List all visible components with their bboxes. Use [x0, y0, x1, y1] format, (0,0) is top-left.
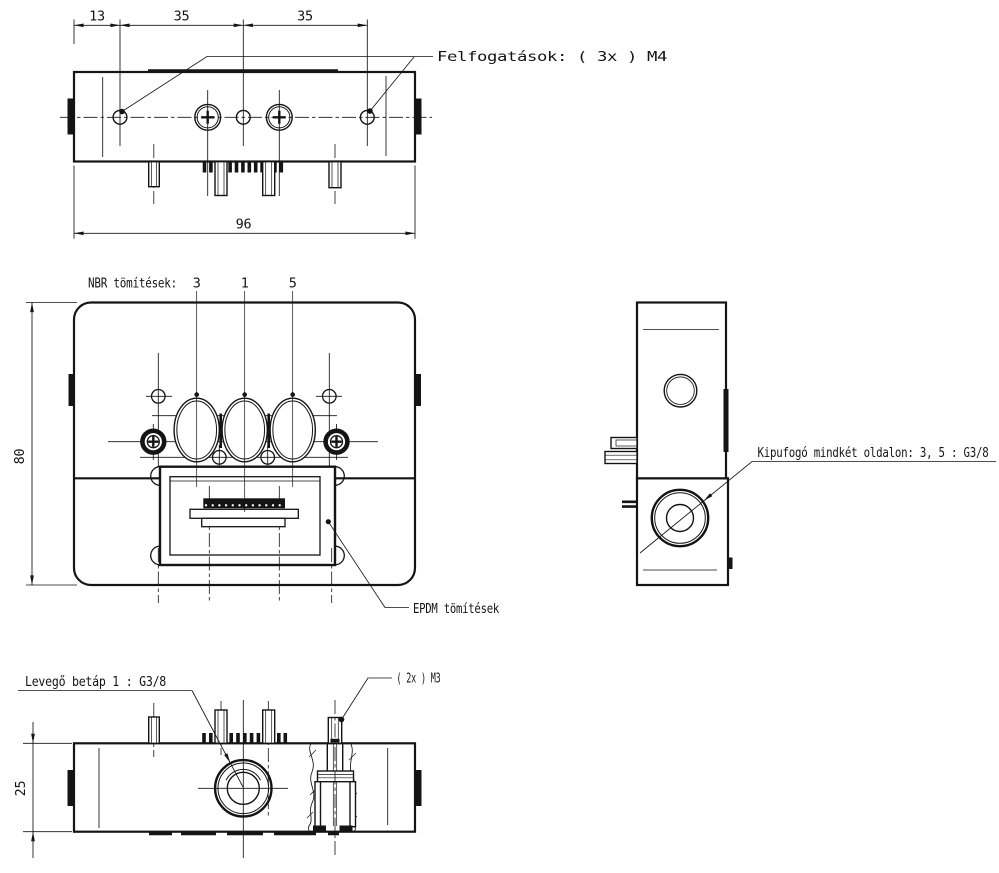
nbr-port-5-text: 5 — [289, 276, 297, 292]
top-view: 13 35 35 96 Felfogatások: ( 3x ) M4 — [60, 9, 668, 239]
front-view: NBR tömítések: 3 1 5 80 EPDM tömítések — [12, 276, 499, 618]
nbr-port-3-text: 3 — [193, 276, 201, 292]
connector-pins — [147, 160, 342, 197]
side-pins — [604, 436, 638, 508]
connector — [189, 498, 299, 528]
m3-screw-section — [313, 700, 357, 857]
mounting-label-text: Felfogatások: ( 3x ) M4 — [437, 49, 667, 65]
m3-leader: ( 2x ) M3 — [338, 671, 441, 723]
m3-label-text: ( 2x ) M3 — [397, 671, 441, 687]
dim-25-text: 25 — [13, 781, 29, 797]
lower-centerlines — [157, 486, 333, 603]
body-outline — [72, 70, 417, 163]
dim-13-35-35: 13 35 35 — [74, 9, 368, 28]
leader-dot — [194, 392, 199, 397]
side-seal-strip — [723, 389, 729, 452]
base-seal — [728, 557, 733, 569]
dim-13-text: 13 — [89, 9, 105, 25]
nbr-label-text: NBR tömítések: — [88, 276, 177, 292]
dim-35b-text: 35 — [297, 9, 313, 25]
side-view: Kipufogó mindkét oldalon: 3, 5 : G3/8 — [604, 301, 996, 587]
air-inlet-label-text: Levegő betáp 1 : G3/8 — [25, 674, 166, 690]
body-outline — [72, 742, 417, 833]
dim-96: 96 — [73, 165, 416, 239]
exhaust-label-text: Kipufogó mindkét oldalon: 3, 5 : G3/8 — [758, 445, 989, 461]
epdm-leader: EPDM tömítések — [325, 519, 499, 617]
side-seal-right — [415, 374, 421, 406]
leader-dot — [242, 392, 247, 397]
side-seal-right — [415, 770, 422, 806]
side-seal-left — [68, 374, 75, 406]
inlet-leader: Levegő betáp 1 : G3/8 — [18, 674, 244, 788]
port-crosshair — [198, 700, 288, 858]
epdm-label-text: EPDM tömítések — [413, 601, 499, 617]
nbr-leader-lines — [196, 291, 294, 512]
exhaust-leader: Kipufogó mindkét oldalon: 3, 5 : G3/8 — [639, 445, 996, 554]
dim-80: 80 — [12, 302, 77, 586]
inner-edges — [98, 748, 389, 828]
pin-centerlines — [153, 144, 336, 204]
bottom-view: ( 2x ) M3 Levegő betáp 1 : G3/8 25 — [13, 671, 441, 858]
pilot-screws — [194, 103, 293, 131]
dim-96-text: 96 — [236, 217, 252, 233]
dim-35a-text: 35 — [174, 9, 190, 25]
inset-edges — [643, 329, 719, 571]
leader-dot — [290, 392, 296, 397]
exhaust-port-circle — [650, 488, 710, 548]
dim-80-text: 80 — [12, 449, 28, 465]
inner-edges — [102, 76, 387, 157]
inlet-port-circle — [213, 758, 273, 818]
nbr-port-1-text: 1 — [241, 276, 249, 292]
nbr-labels: NBR tömítések: 3 1 5 — [88, 276, 297, 292]
mounting-leader: Felfogatások: ( 3x ) M4 — [119, 49, 668, 115]
hole-centerlines — [73, 19, 368, 196]
small-holes — [150, 388, 337, 465]
top-port-circle — [663, 373, 698, 408]
body-outline — [635, 301, 728, 480]
side-seal-left — [67, 770, 74, 806]
side-seal-left — [67, 98, 74, 135]
connector-pins — [147, 709, 276, 744]
dim-25: 25 — [13, 722, 72, 858]
side-seal-right — [415, 98, 422, 135]
side-screws — [140, 428, 350, 455]
